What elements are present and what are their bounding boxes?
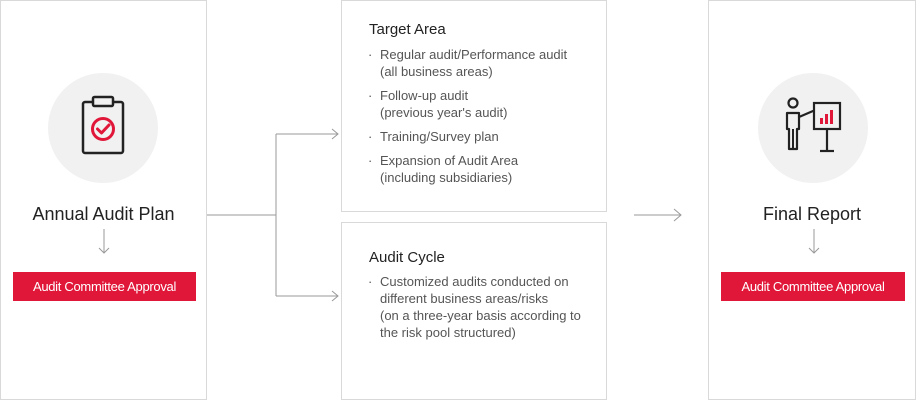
target-area-title: Target Area [369,21,446,38]
list-item: · Regular audit/Performance audit (all b… [368,47,568,79]
audit-committee-approval-badge: Audit Committee Approval [721,272,905,301]
target-area-list: · Regular audit/Performance audit (all b… [368,46,567,193]
arrow-down-icon [98,229,110,254]
audit-cycle-list: · Customized audits conducted on differe… [368,273,581,348]
final-report-title: Final Report [762,204,862,224]
target-area-box: Target Area · Regular audit/Performance … [341,0,607,212]
clipboard-check-icon [81,95,125,155]
final-report-panel: Final Report Audit Committee Approval [708,0,916,400]
arrow-head-cycle [331,290,339,302]
presenter-chart-icon [785,97,842,153]
arrow-head-target [331,128,339,140]
icon-circle [758,73,868,183]
annual-audit-plan-title: Annual Audit Plan [32,204,175,224]
arrow-head-report [673,208,682,222]
arrow-down-icon [808,229,820,254]
list-item: · Training/Survey plan [368,129,499,144]
list-item: · Customized audits conducted on differe… [368,274,581,340]
list-item: · Follow-up audit (previous year's audit… [368,88,508,120]
icon-circle [48,73,158,183]
list-item: · Expansion of Audit Area (including sub… [368,153,519,185]
audit-cycle-title: Audit Cycle [369,249,445,266]
audit-committee-approval-badge: Audit Committee Approval [13,272,196,301]
annual-audit-plan-panel: Annual Audit Plan Audit Committee Approv… [0,0,207,400]
audit-cycle-box: Audit Cycle · Customized audits conducte… [341,222,607,400]
